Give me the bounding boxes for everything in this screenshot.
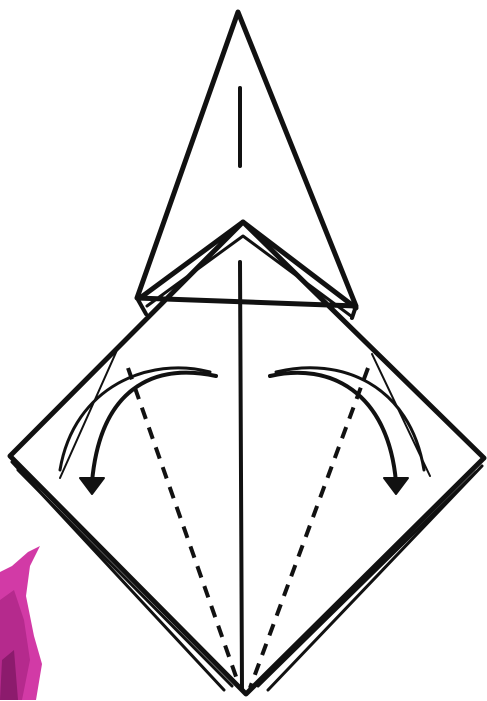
corner-photo-fragment [0,546,42,700]
top-kite-flap [137,12,356,318]
right-dashed-fold-line [250,368,368,688]
left-fold-arrow [60,368,216,494]
right-fold-arrow [270,368,424,494]
center-crease [240,262,242,690]
main-diamond-base [10,222,484,694]
left-dashed-fold-line [128,368,240,688]
